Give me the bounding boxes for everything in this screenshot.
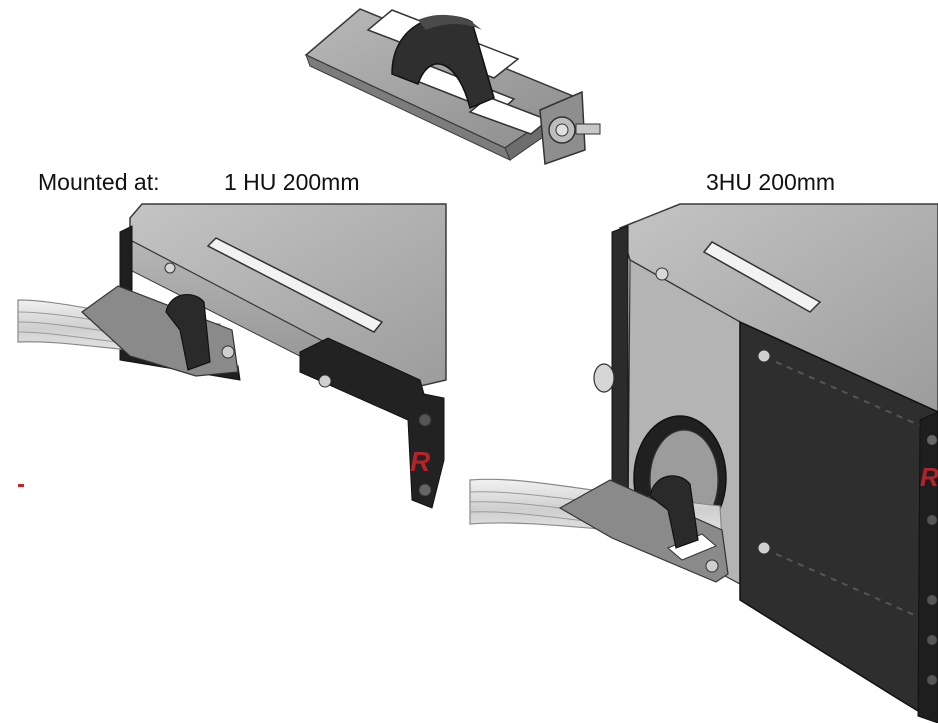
red-mark (18, 484, 24, 487)
brand-mark-right: R (920, 462, 938, 492)
right-config-label: 3HU 200mm (706, 169, 836, 195)
bracket-standalone (304, 8, 601, 166)
left-config-label: 1 HU 200mm (224, 169, 360, 195)
mounting-1hu (17, 203, 447, 509)
brand-mark-left: R (410, 446, 431, 477)
mounted-at-label: Mounted at: (38, 169, 160, 195)
mounting-3hu (469, 203, 938, 723)
